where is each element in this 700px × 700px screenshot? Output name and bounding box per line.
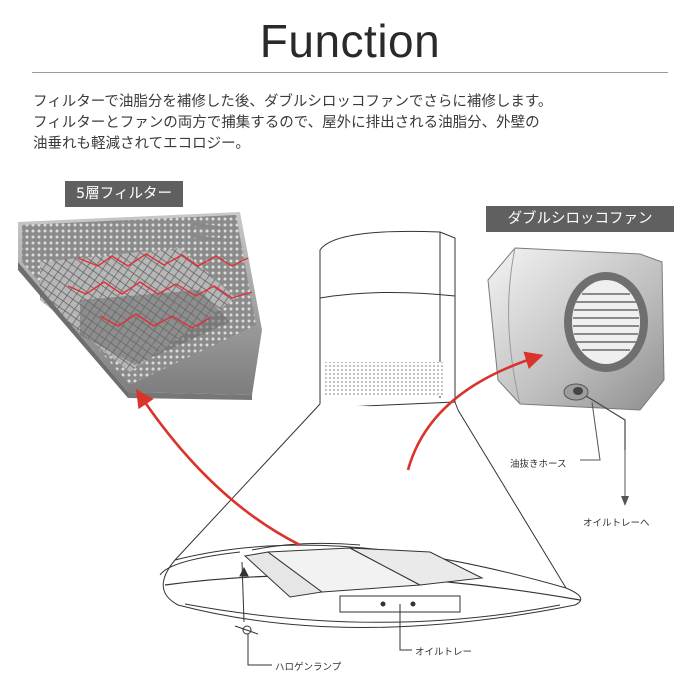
filter-badge: 5層フィルター (65, 181, 183, 207)
oil-hose-label: 油抜きホース (510, 456, 567, 470)
oil-tray-label: オイルトレー (415, 644, 472, 658)
halogen-lamp-label: ハロゲンランプ (275, 659, 341, 673)
fan-badge: ダブルシロッコファン (486, 206, 674, 232)
filter-image (18, 212, 262, 400)
to-oil-tray-label: オイルトレーへ (583, 515, 650, 529)
